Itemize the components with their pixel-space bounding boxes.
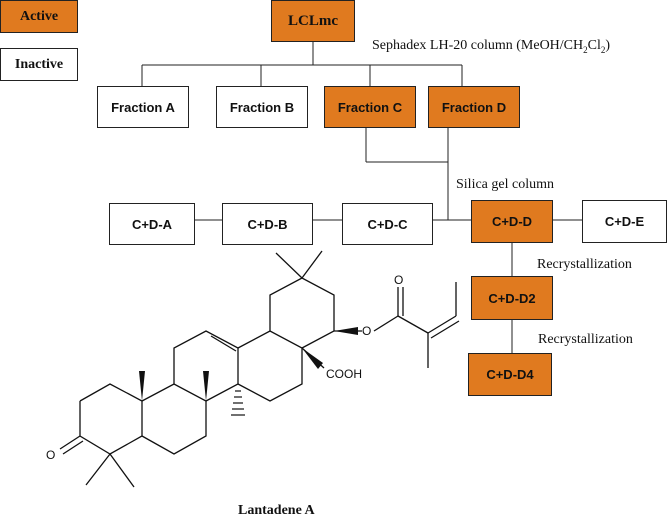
subfraction-cd-b-node: C+D-B [222,203,313,245]
wedge-bonds [139,327,358,401]
cooh-label: COOH [326,367,362,381]
ketone-oxygen-label: O [46,448,55,462]
purified-cd-d4-node: C+D-D4 [468,353,552,396]
legend-active: Active [0,0,78,33]
legend-inactive: Inactive [0,48,78,81]
lantadene-a-structure [59,250,460,488]
recrystallization-label-2: Recrystallization [538,332,633,347]
subfraction-cd-c-node: C+D-C [342,203,433,245]
subfraction-cd-a-node: C+D-A [109,203,195,245]
carbonyl-oxygen-label: O [394,273,403,287]
subfraction-cd-d-node: C+D-D [471,200,553,243]
purified-cd-d2-node: C+D-D2 [471,276,553,320]
fraction-a-node: Fraction A [97,86,189,128]
fraction-d-node: Fraction D [428,86,520,128]
ester-oxygen-label: O [362,324,371,338]
subfraction-cd-e-node: C+D-E [582,200,667,243]
fraction-c-node: Fraction C [324,86,416,128]
recrystallization-label-1: Recrystallization [537,257,632,272]
silica-step-label: Silica gel column [456,177,554,192]
sephadex-step-label: Sephadex LH-20 column (MeOH/CH2Cl2) [372,38,611,55]
root-node-lclmc: LCLmc [271,0,355,42]
compound-name-label: Lantadene A [238,503,315,518]
fraction-b-node: Fraction B [216,86,308,128]
hashed-bond [231,390,245,416]
